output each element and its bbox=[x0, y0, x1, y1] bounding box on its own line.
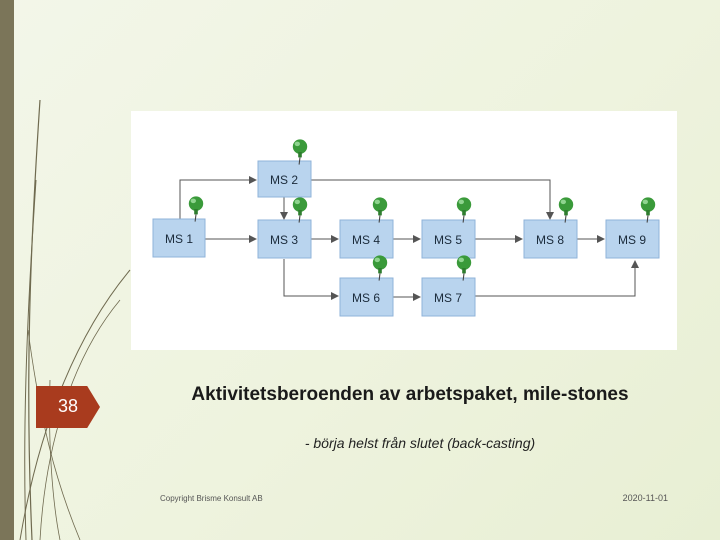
milestone-diagram: MS 1 MS 2 MS 3 MS 4 MS 5 bbox=[131, 111, 677, 350]
svg-text:MS 3: MS 3 bbox=[270, 233, 298, 247]
svg-text:MS 6: MS 6 bbox=[352, 291, 380, 305]
milestone-node-ms9: MS 9 bbox=[605, 196, 660, 259]
edge-ms2-ms8 bbox=[311, 179, 554, 220]
pushpin-icon bbox=[372, 196, 388, 224]
pushpin-icon bbox=[292, 196, 308, 224]
milestone-node-ms1: MS 1 bbox=[152, 195, 206, 258]
slide-subtitle: - börja helst från slutet (back-casting) bbox=[304, 435, 536, 451]
pushpin-icon bbox=[640, 196, 656, 224]
slide-number: 38 bbox=[58, 396, 79, 416]
svg-text:MS 9: MS 9 bbox=[618, 233, 646, 247]
milestone-node-ms6: MS 6 bbox=[339, 254, 394, 317]
slide-title: Aktivitetsberoenden av arbetspaket, mile… bbox=[191, 384, 629, 405]
milestone-node-ms5: MS 5 bbox=[421, 196, 476, 259]
diagram-edges bbox=[179, 176, 639, 301]
pushpin-icon bbox=[456, 254, 472, 282]
pushpin-icon bbox=[456, 196, 472, 224]
svg-text:MS 2: MS 2 bbox=[270, 173, 298, 187]
milestone-node-ms3: MS 3 bbox=[257, 196, 312, 259]
milestone-node-ms2: MS 2 bbox=[257, 138, 312, 198]
svg-text:MS 5: MS 5 bbox=[434, 233, 462, 247]
svg-text:MS 1: MS 1 bbox=[165, 232, 193, 246]
edge-ms3-ms6 bbox=[283, 259, 339, 300]
milestone-node-ms7: MS 7 bbox=[421, 254, 476, 317]
pushpin-icon bbox=[372, 254, 388, 282]
svg-text:MS 7: MS 7 bbox=[434, 291, 462, 305]
decorative-grass-lines bbox=[19, 99, 131, 540]
edge-ms7-ms9 bbox=[475, 260, 639, 297]
left-accent-bar bbox=[0, 0, 14, 540]
milestone-node-ms8: MS 8 bbox=[523, 196, 578, 259]
footer-date: 2020-11-01 bbox=[622, 493, 668, 503]
svg-text:MS 4: MS 4 bbox=[352, 233, 380, 247]
pushpin-icon bbox=[558, 196, 574, 224]
pushpin-icon bbox=[188, 195, 204, 223]
milestone-node-ms4: MS 4 bbox=[339, 196, 394, 259]
svg-text:MS 8: MS 8 bbox=[536, 233, 564, 247]
edge-ms1-ms2 bbox=[179, 176, 257, 219]
diagram-nodes: MS 1 MS 2 MS 3 MS 4 MS 5 bbox=[152, 138, 660, 317]
footer-copyright: Copyright Brisme Konsult AB bbox=[160, 494, 263, 503]
slide-number-badge: 38 bbox=[36, 386, 100, 428]
